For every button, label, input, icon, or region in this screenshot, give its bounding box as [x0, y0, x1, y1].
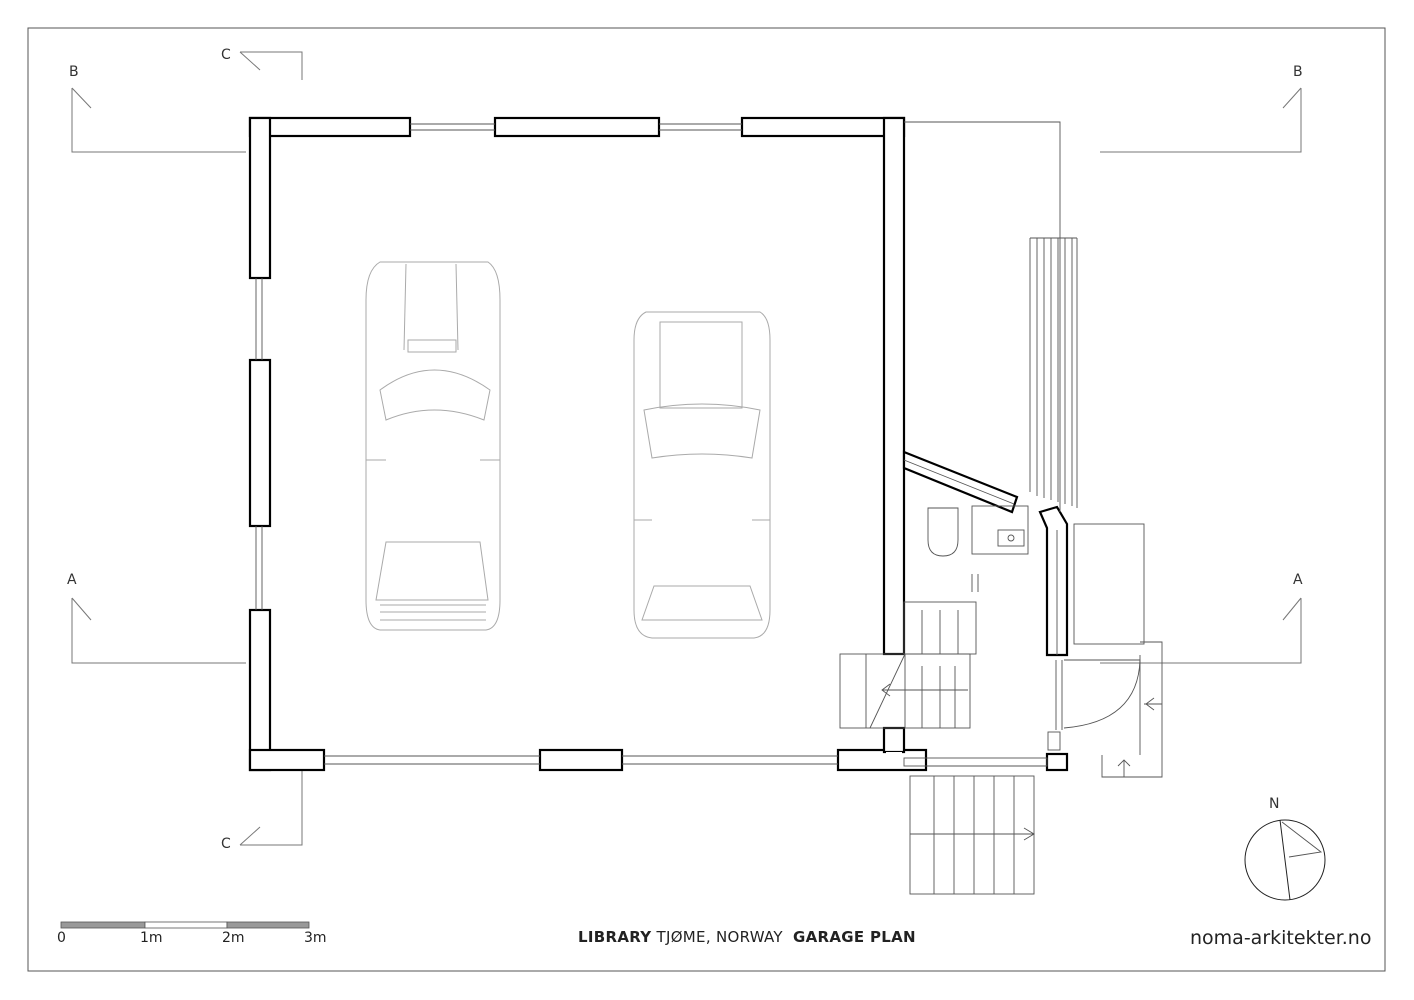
section-marker-a-left: A: [67, 572, 246, 664]
car-left: [365, 261, 501, 631]
wall-segment: [740, 116, 906, 138]
terrace-boards: [1029, 237, 1078, 508]
section-marker-a-right: A: [1100, 572, 1303, 664]
wall-segment: [882, 726, 906, 754]
scale-label-2m: 2m: [222, 930, 245, 946]
interior-stair: [839, 653, 971, 729]
sheet-frame: [27, 27, 1386, 972]
wall-segment: [538, 748, 624, 772]
title-plan: GARAGE PLAN: [793, 928, 916, 946]
wall-segment: [493, 116, 661, 138]
scale-bar: [60, 921, 310, 929]
wall-segment: [836, 748, 928, 772]
wall-segment: [248, 116, 272, 280]
section-b-right-label: B: [1293, 64, 1303, 80]
north-arrow: N: [1244, 796, 1326, 901]
north-label: N: [1269, 796, 1279, 812]
toilet: [927, 507, 959, 557]
exterior-stair: [909, 775, 1035, 895]
section-a-left-label: A: [67, 572, 77, 588]
drawing-title: LIBRARY TJØME, NORWAY GARAGE PLAN: [578, 928, 916, 946]
section-c-bottom-label: C: [221, 836, 231, 852]
section-marker-b-right: B: [1100, 64, 1303, 153]
wall-segment: [248, 748, 326, 772]
sink-counter: [971, 505, 1029, 555]
section-marker-c-top: C: [221, 47, 303, 80]
wall-segment: [248, 608, 272, 772]
scale-label-1m: 1m: [140, 930, 163, 946]
entry-door-swing: [1063, 659, 1141, 729]
section-marker-b-left: B: [69, 64, 246, 153]
annex-wall: [1038, 505, 1069, 657]
garage-walls: [248, 116, 928, 772]
title-project: LIBRARY: [578, 928, 652, 946]
car-right: [633, 311, 771, 639]
wall-segment: [882, 116, 906, 656]
slanted-wall: [902, 450, 1019, 514]
scale-label-3m: 3m: [304, 930, 327, 946]
scale-label-0: 0: [57, 930, 66, 946]
section-c-top-label: C: [221, 47, 231, 63]
title-location: TJØME, NORWAY: [656, 928, 783, 946]
annex: [839, 121, 1163, 895]
section-marker-c-bottom: C: [221, 770, 303, 852]
section-b-left-label: B: [69, 64, 79, 80]
wall-segment: [248, 116, 412, 138]
website-link[interactable]: noma-arkitekter.no: [1190, 927, 1372, 949]
wall-segment: [248, 358, 272, 528]
section-a-right-label: A: [1293, 572, 1303, 588]
